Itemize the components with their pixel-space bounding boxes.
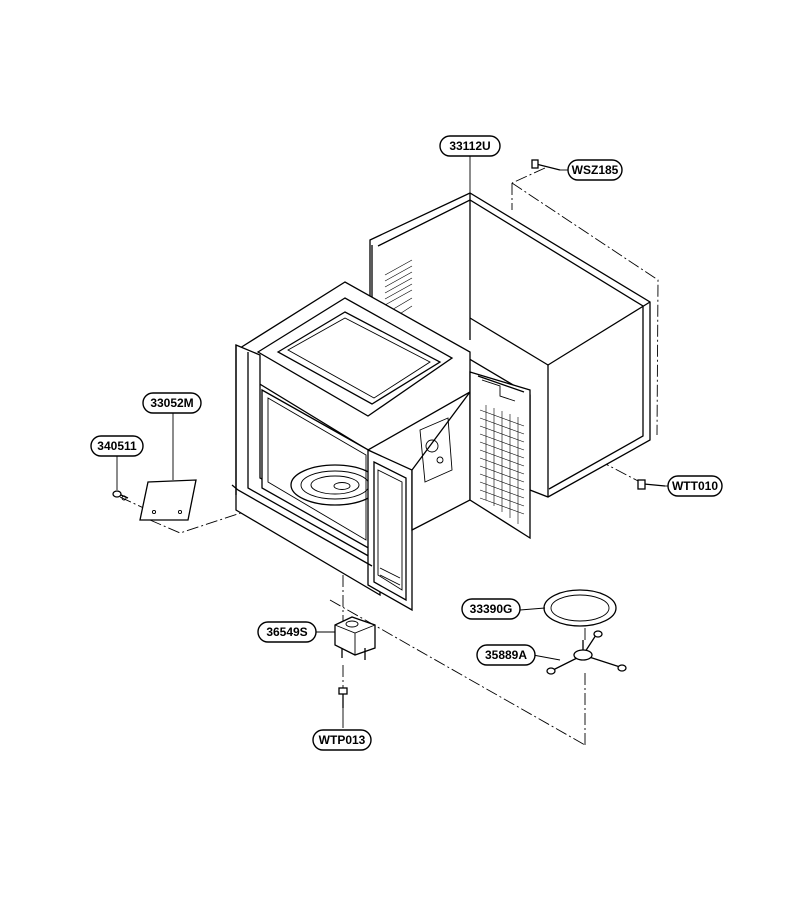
part-label-cover-screw: 340511 xyxy=(90,435,144,457)
roller-guide xyxy=(546,630,627,675)
part-label-tray: 33390G xyxy=(461,598,521,620)
glass-tray xyxy=(543,589,617,627)
top-screw xyxy=(531,159,561,171)
part-label-turntable-motor: 36549S xyxy=(257,621,317,643)
part-label-motor-screw: WTP013 xyxy=(312,729,372,751)
side-screw xyxy=(637,479,666,490)
part-code-text: WSZ185 xyxy=(572,163,619,177)
part-label-cabinet: 33112U xyxy=(439,135,501,157)
back-panel xyxy=(469,371,531,540)
part-code-text: 35889A xyxy=(485,648,527,662)
part-label-waveguide-cover: 33052M xyxy=(142,392,202,414)
part-code-text: 36549S xyxy=(266,625,307,639)
part-code-text: 340511 xyxy=(97,439,137,453)
cover-screw xyxy=(112,490,129,501)
part-label-roller-guide: 35889A xyxy=(476,644,536,666)
waveguide-cover xyxy=(139,479,197,521)
part-label-side-screw: WTT010 xyxy=(667,475,723,497)
part-code-text: WTP013 xyxy=(319,733,366,747)
part-code-text: 33390G xyxy=(470,602,513,616)
turntable-motor xyxy=(334,616,376,660)
part-code-text: 33052M xyxy=(150,396,193,410)
part-code-text: 33112U xyxy=(449,139,490,153)
oven-cavity xyxy=(231,281,471,612)
motor-screw xyxy=(338,687,348,708)
part-label-top-screw: WSZ185 xyxy=(567,159,623,181)
leader-lines xyxy=(116,156,668,728)
part-code-text: WTT010 xyxy=(672,479,718,493)
